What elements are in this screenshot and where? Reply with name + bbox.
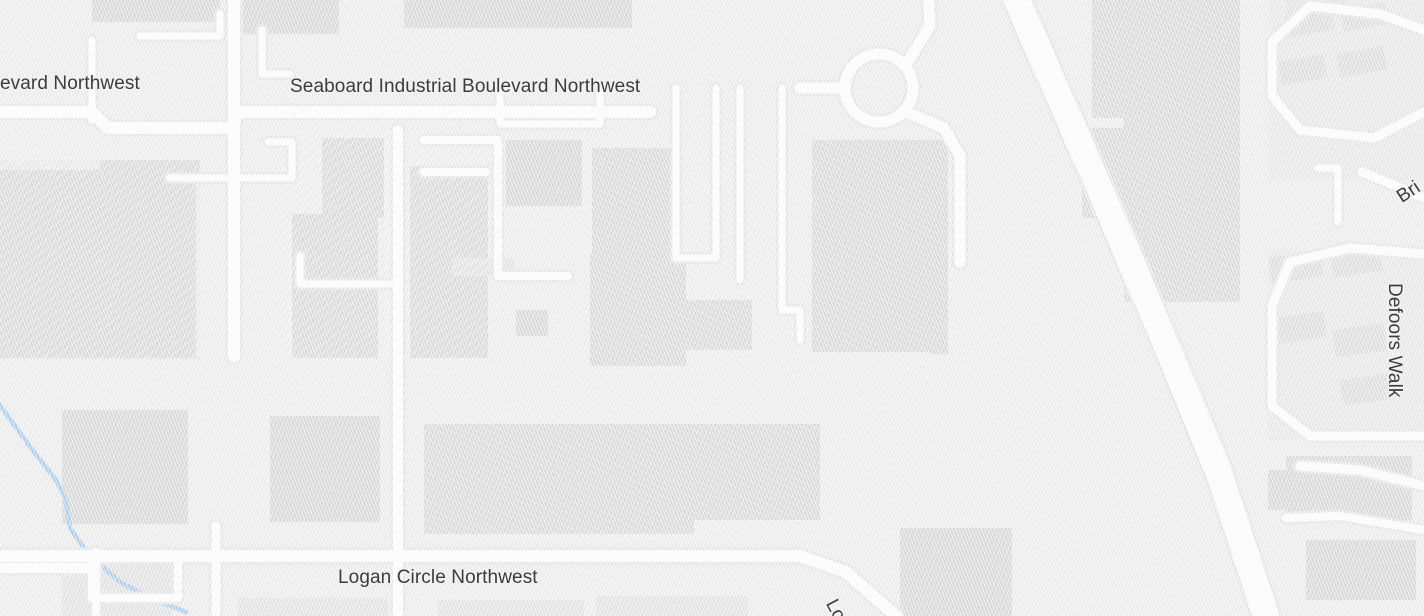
map-geometry-layer [0,0,1424,616]
map-canvas[interactable]: Seaboard Industrial Boulevard Northwest … [0,0,1424,616]
